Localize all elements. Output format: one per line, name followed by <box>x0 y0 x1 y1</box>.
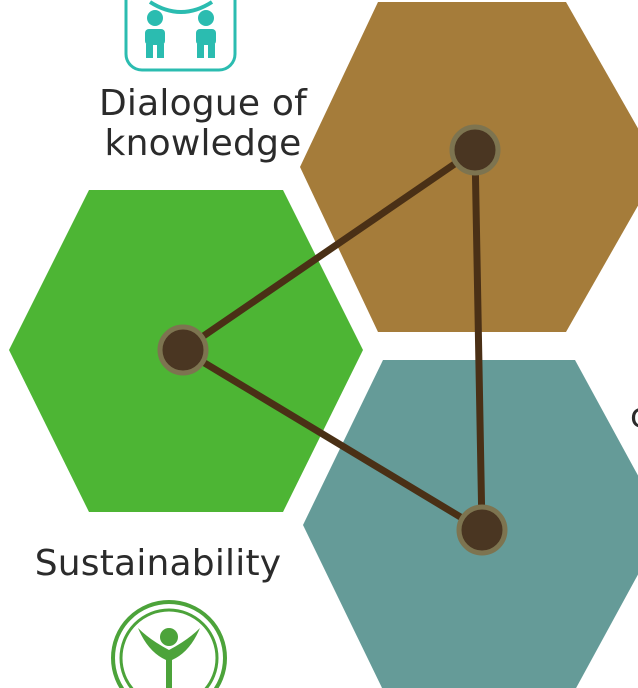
link-line-brown-teal <box>471 146 486 534</box>
dialogue-label-line-1: Dialogue of <box>99 83 307 124</box>
two-people-dialogue-icon <box>124 0 237 72</box>
node-teal <box>456 504 508 556</box>
link-line-green-teal <box>179 346 486 534</box>
cropped-label-fragment: c <box>630 396 638 436</box>
sprout-person-icon <box>111 600 227 688</box>
node-green <box>157 324 209 376</box>
link-line-green-brown <box>179 146 479 354</box>
sustainability-label: Sustainability <box>34 543 282 584</box>
dialogue-label-line-2: knowledge <box>104 123 302 165</box>
node-brown <box>449 124 501 176</box>
dialogue-of-knowledge-label: Dialogue of knowledge <box>78 83 328 165</box>
